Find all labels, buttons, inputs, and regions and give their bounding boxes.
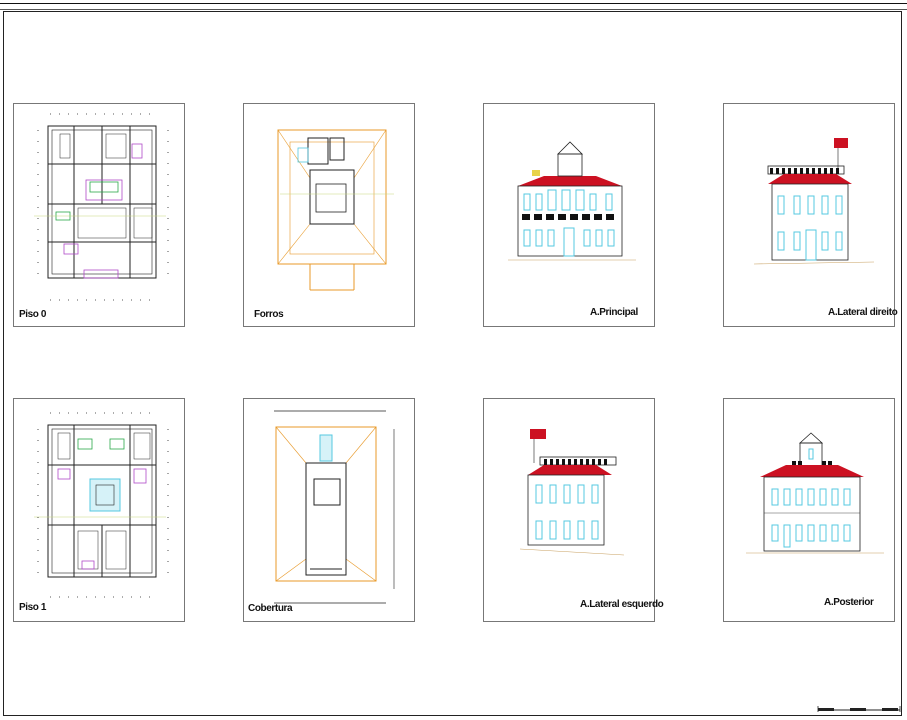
elevation-lateral-esquerdo [519,429,625,556]
sheet-label: A.Lateral esquerdo [580,599,664,610]
sheet-label: Forros [254,309,284,320]
sheet-a-lateral-direito[interactable]: A.Lateral direito [723,103,898,327]
title-block-line [0,3,907,4]
ceiling-plan-forros [277,129,394,291]
elevation-principal [508,141,636,261]
floor-plan-piso-0 [34,113,169,301]
sheet-label: Piso 0 [19,309,47,320]
sheet-label: A.Posterior [824,597,874,608]
sheet-forros[interactable]: Forros [243,103,415,327]
sheet-label: Piso 1 [19,602,47,613]
sheet-cobertura[interactable]: Cobertura [243,398,415,622]
sheet-a-lateral-esquerdo[interactable]: A.Lateral esquerdo [483,398,664,622]
drawing-frame [3,11,902,716]
title-block-line [0,9,907,10]
sheet-label: A.Lateral direito [828,307,898,318]
roof-plan-cobertura [274,410,395,604]
sheet-a-posterior[interactable]: A.Posterior [723,398,895,622]
sheet-piso-0[interactable]: Piso 0 [13,103,185,327]
floor-plan-piso-1 [34,412,169,598]
sheet-a-principal[interactable]: A.Principal [483,103,655,327]
sheet-piso-1[interactable]: Piso 1 [13,398,185,622]
scale-bar [817,706,901,712]
sheet-label: Cobertura [248,603,293,614]
sheet-label: A.Principal [590,307,638,318]
elevation-lateral-direito [753,138,875,265]
elevation-posterior [746,432,884,554]
